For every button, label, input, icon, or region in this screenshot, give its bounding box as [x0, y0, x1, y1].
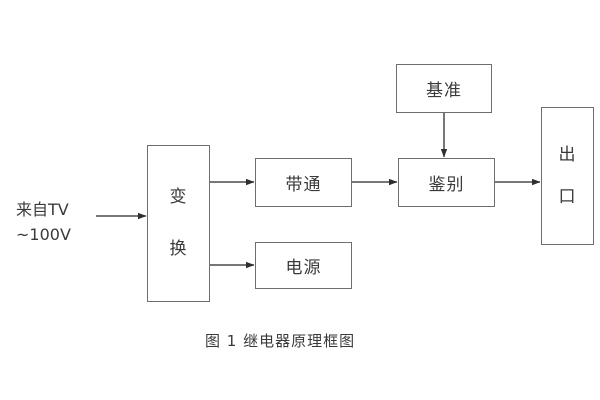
block-bandpass-label: 带通 [285, 175, 322, 195]
block-output-char1: 出 [558, 144, 577, 165]
input-source-line1: 来自TV [16, 200, 69, 219]
block-output-char2: 口 [558, 186, 577, 207]
block-transform-char1: 变 [169, 187, 188, 208]
block-discriminate[interactable]: 鉴别 [398, 158, 495, 207]
block-transform[interactable]: 变 换 [147, 145, 210, 302]
block-power-supply[interactable]: 电源 [255, 242, 352, 289]
block-bandpass[interactable]: 带通 [255, 158, 352, 207]
figure-caption: 图 1 继电器原理框图 [205, 332, 356, 350]
block-power-supply-label: 电源 [285, 258, 322, 278]
block-output[interactable]: 出 口 [541, 107, 594, 245]
input-source-line2: ~100V [16, 224, 71, 244]
block-reference-label: 基准 [426, 81, 462, 101]
input-source-label: 来自TV ~100V [16, 198, 71, 248]
block-discriminate-label: 鉴别 [428, 175, 465, 195]
block-reference[interactable]: 基准 [396, 64, 492, 113]
block-transform-char2: 换 [169, 238, 188, 259]
